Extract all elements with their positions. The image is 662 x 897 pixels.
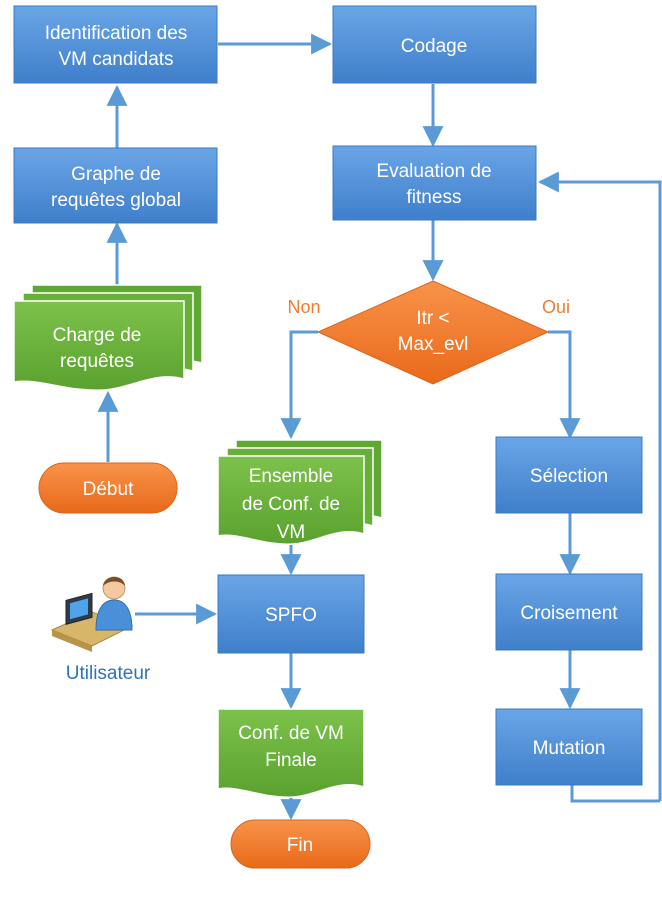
process-codage: Codage	[332, 5, 537, 84]
selection-label: Sélection	[530, 466, 608, 487]
user-at-computer-icon	[50, 576, 134, 652]
document-conf-finale: Conf. de VM Finale	[217, 708, 365, 798]
codage-label: Codage	[401, 36, 468, 57]
process-spfo: SPFO	[217, 574, 365, 654]
mutation-label: Mutation	[533, 738, 606, 759]
process-graphe: Graphe de requêtes global	[13, 147, 218, 224]
graphe-line1: Graphe de	[71, 164, 161, 185]
document-ensemble: Ensemble de Conf. de VM	[217, 439, 383, 545]
process-selection: Sélection	[495, 436, 643, 514]
charge-line2: requêtes	[60, 351, 134, 372]
ensemble-line1: Ensemble	[249, 466, 334, 487]
process-identification: Identification des VM candidats	[13, 5, 218, 84]
process-evaluation: Evaluation de fitness	[332, 145, 537, 221]
arrow-decision-no-to-ensemble	[280, 330, 318, 440]
terminal-debut: Début	[38, 462, 178, 514]
charge-line1: Charge de	[53, 325, 142, 346]
connectors	[97, 33, 662, 821]
terminal-fin: Fin	[230, 819, 371, 869]
arrow-decision-yes-to-selection	[548, 330, 581, 440]
process-croisement: Croisement	[495, 573, 643, 651]
graphe-line2: requêtes global	[51, 190, 181, 211]
evaluation-line1: Evaluation de	[376, 161, 491, 182]
fin-label: Fin	[287, 835, 313, 856]
ensemble-line2: de Conf. de	[242, 494, 340, 515]
identification-line1: Identification des	[45, 23, 188, 44]
decision-line1: Itr <	[416, 308, 449, 329]
identification-line2: VM candidats	[58, 49, 173, 70]
debut-label: Début	[83, 479, 134, 500]
evaluation-line2: fitness	[407, 187, 462, 208]
decision-line2: Max_evl	[398, 334, 469, 355]
spfo-label: SPFO	[265, 605, 317, 626]
branch-label-non: Non	[287, 297, 320, 317]
process-mutation: Mutation	[495, 708, 643, 786]
loop-mutation-to-evaluation	[540, 182, 662, 803]
conf-finale-line2: Finale	[265, 750, 317, 771]
ensemble-line3: VM	[277, 522, 306, 543]
utilisateur-label: Utilisateur	[66, 663, 151, 684]
croisement-label: Croisement	[520, 603, 618, 624]
branch-label-oui: Oui	[542, 297, 570, 317]
document-charge: Charge de requêtes	[13, 284, 203, 391]
decision-itr: Itr < Max_evl	[316, 280, 550, 385]
conf-finale-line1: Conf. de VM	[238, 723, 344, 744]
